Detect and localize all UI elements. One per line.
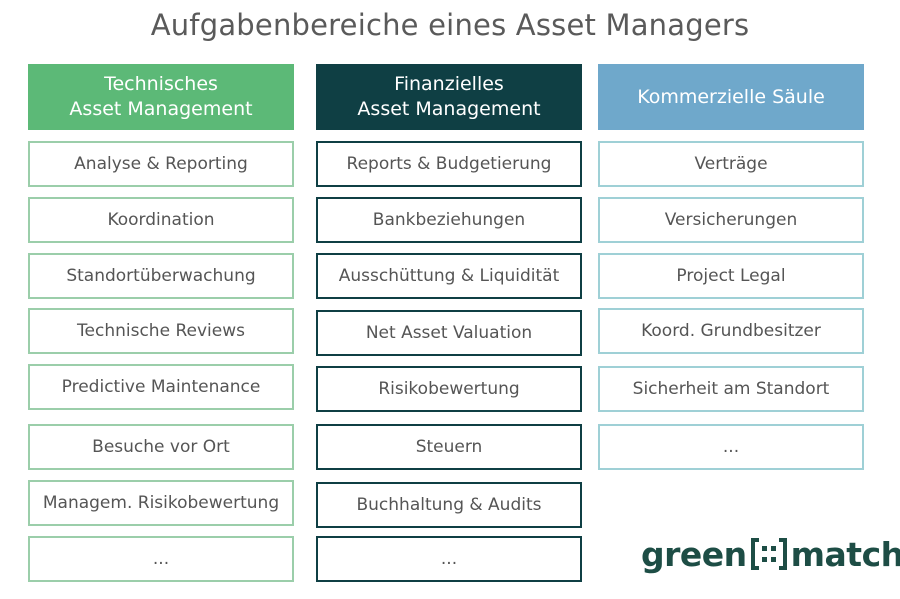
item-box: Koord. Grundbesitzer: [598, 308, 864, 354]
item-box: Buchhaltung & Audits: [316, 482, 582, 528]
item-box: Verträge: [598, 141, 864, 187]
greenmatch-logo: green match: [641, 530, 900, 578]
header-technical: Technisches Asset Management: [28, 64, 294, 130]
logo-text-green: green: [641, 534, 747, 574]
item-box: Ausschüttung & Liquidität: [316, 253, 582, 299]
item-box: Versicherungen: [598, 197, 864, 243]
item-box: Koordination: [28, 197, 294, 243]
item-box: Sicherheit am Standort: [598, 366, 864, 412]
item-box: Managem. Risikobewertung: [28, 480, 294, 526]
item-box: Net Asset Valuation: [316, 310, 582, 356]
header-commercial: Kommerzielle Säule: [598, 64, 864, 130]
item-box: Risikobewertung: [316, 366, 582, 412]
item-box: Standortüberwachung: [28, 253, 294, 299]
item-box: ...: [598, 424, 864, 470]
item-box: Analyse & Reporting: [28, 141, 294, 187]
logo-text-match: match: [790, 534, 900, 574]
item-box: ...: [28, 536, 294, 582]
item-box: Predictive Maintenance: [28, 364, 294, 410]
item-box: Besuche vor Ort: [28, 424, 294, 470]
logo-bracket-icon: [750, 538, 787, 570]
item-box: Project Legal: [598, 253, 864, 299]
item-box: Technische Reviews: [28, 308, 294, 354]
header-financial: Finanzielles Asset Management: [316, 64, 582, 130]
diagram-title: Aufgabenbereiche eines Asset Managers: [150, 8, 750, 42]
item-box: Steuern: [316, 424, 582, 470]
item-box: Bankbeziehungen: [316, 197, 582, 243]
item-box: Reports & Budgetierung: [316, 141, 582, 187]
item-box: ...: [316, 536, 582, 582]
